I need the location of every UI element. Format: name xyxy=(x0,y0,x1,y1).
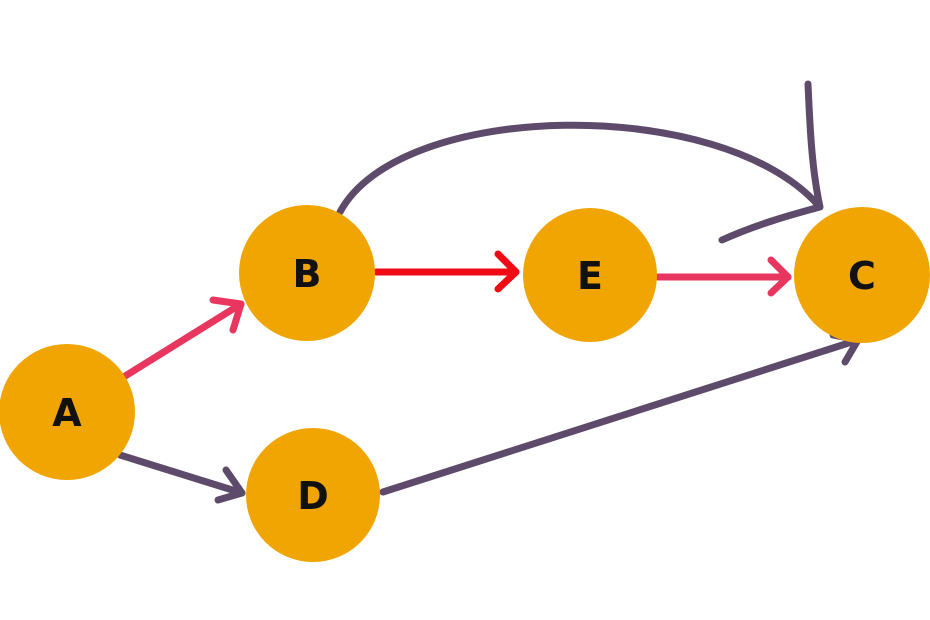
node-d: D xyxy=(246,428,380,562)
node-d-label: D xyxy=(297,474,329,518)
edge-d-c xyxy=(379,331,862,496)
edge-e-c xyxy=(654,256,792,297)
node-b-label: B xyxy=(293,252,322,296)
node-b: B xyxy=(239,205,375,341)
node-e-label: E xyxy=(577,254,603,298)
edge-a-d xyxy=(116,451,246,504)
edge-a-b xyxy=(118,296,245,382)
edge-b-e xyxy=(372,250,520,293)
node-e: E xyxy=(523,208,657,342)
edge-b-c-curved xyxy=(336,80,824,244)
node-c-label: C xyxy=(848,254,876,298)
node-a-label: A xyxy=(52,391,82,435)
node-c: C xyxy=(794,207,930,343)
node-a: A xyxy=(0,344,135,480)
